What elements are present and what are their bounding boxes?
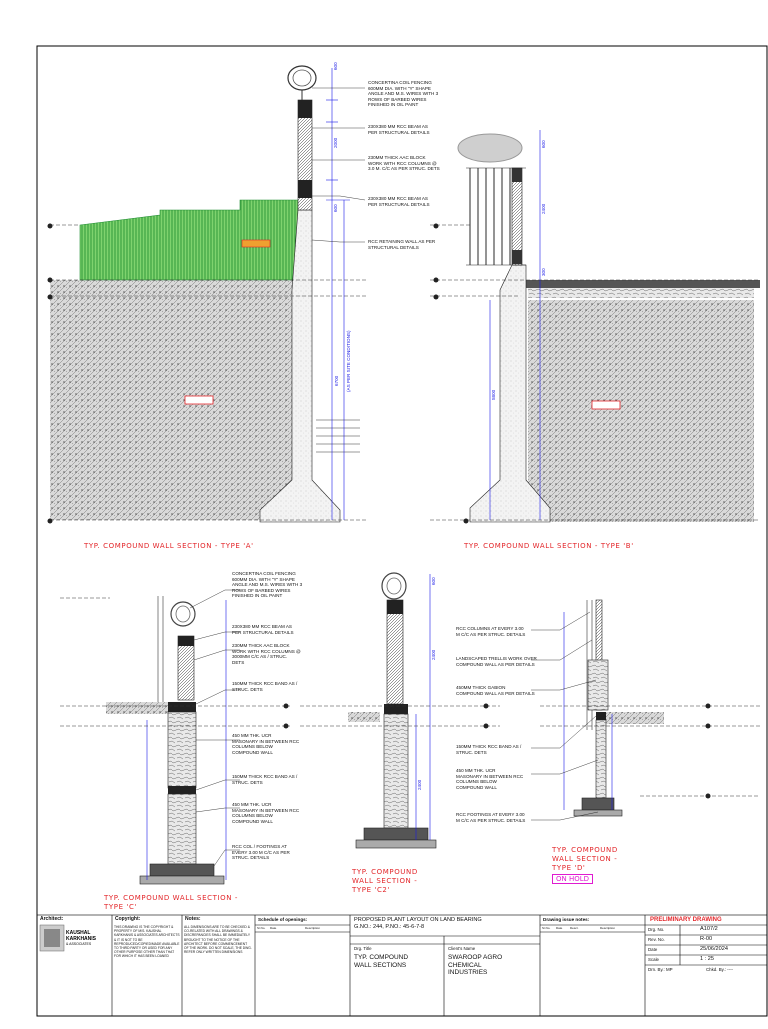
notes-text: ALL DIMENSIONS ARE TO BE CHECKED & CO-RE…: [184, 925, 252, 955]
section-c2-drawing: [300, 572, 500, 849]
note-d-2: LANDSCAPED TRELLIS WORK OVER COMPOUND WA…: [456, 656, 537, 667]
dim-a-3: 600: [333, 204, 338, 212]
issue-col-1: Sr.No.: [542, 926, 551, 930]
note-a-4: 230X380 MM RCC BEAM AS PER STRUCTURAL DE…: [368, 196, 430, 207]
checked-by: Chkd. By.: ----: [706, 967, 733, 972]
note-c-5: 450 MM THK. UCR MASONARY IN BETWEEN RCC …: [232, 733, 300, 755]
dim-b-2: 2400: [541, 203, 546, 214]
note-d-1: RCC COLUMNS AT EVERY 3.00 M C/C AS PER S…: [456, 626, 526, 637]
section-d-drawing: [531, 599, 760, 821]
row-value-drg-no: A107/2: [700, 926, 718, 932]
row-label-drg-no: Drg. No.: [648, 927, 665, 932]
schedule-label: Schedule of openings:: [258, 917, 308, 922]
client-name: SWAROOP AGRO CHEMICAL INDUSTRIES: [448, 954, 503, 976]
copyright-text: THIS DRAWING IS THE COPYRIGHT & PROPERTY…: [114, 925, 180, 959]
title-block-grid: [36, 914, 768, 1017]
dim-c2-3: 2400: [417, 779, 422, 790]
section-d-title: TYP. COMPOUND WALL SECTION - TYPE 'D': [552, 846, 618, 872]
preliminary-label: PRELIMINARY DRAWING: [650, 917, 722, 923]
issue-col-3: Descr.: [570, 926, 579, 930]
note-c-4: 150MM THICK RCC BAND AS / STRUC. DETS: [232, 681, 298, 692]
section-a-title: TYP. COMPOUND WALL SECTION - TYPE 'A': [84, 542, 254, 550]
dim-c2-1: 600: [431, 577, 436, 585]
project-title: PROPOSED PLANT LAYOUT ON LAND BEARING G.…: [354, 917, 482, 930]
schedule-col-srno: Sr.No.: [257, 926, 266, 930]
note-c-3: 230MM THICK AAC BLOCK WORK WITH RCC COLU…: [232, 643, 301, 665]
dim-b-4: 5800: [491, 389, 496, 400]
client-label: Client's Name: [448, 946, 476, 951]
issue-label: Drawing issue notes:: [543, 917, 590, 922]
dim-c2-2: 2400: [431, 649, 436, 660]
note-d-3: 450MM THICK GABION COMPOUND WALL AS PER …: [456, 685, 535, 696]
issue-col-4: Description: [600, 926, 616, 930]
schedule-col-desc: Description: [305, 926, 321, 930]
section-c2-title: TYP. COMPOUND WALL SECTION - TYPE 'C2': [352, 868, 418, 894]
note-c-7: 450 MM THK. UCR MASONARY IN BETWEEN RCC …: [232, 802, 300, 824]
row-label-date: Date: [648, 947, 658, 952]
note-c-8: RCC COL / FOOTINGS AT EVERY 3.00 M C/C A…: [232, 844, 290, 861]
section-c-title: TYP. COMPOUND WALL SECTION - TYPE 'C': [104, 894, 239, 911]
dim-a-2: 2000: [333, 137, 338, 148]
level-markers: [47, 223, 711, 799]
drawing-title: TYP. COMPOUND WALL SECTIONS: [354, 954, 409, 969]
svg-text:KAUSHAL: KAUSHAL: [66, 930, 90, 936]
schedule-col-date: Date: [270, 926, 277, 930]
row-value-scale: 1 : 25: [700, 956, 714, 962]
copyright-label: Copyright:: [115, 916, 141, 922]
note-c-2: 230X380 MM RCC BEAM AS PER STRUCTURAL DE…: [232, 624, 294, 635]
section-c-drawing: [60, 589, 290, 885]
note-c-6: 150MM THICK RCC BAND AS / STRUC. DETS: [232, 774, 298, 785]
dim-b-1: 600: [541, 140, 546, 148]
svg-text:KARKHANIS: KARKHANIS: [66, 936, 97, 942]
note-d-6: RCC FOOTINGS AT EVERY 3.00 M C/C AS PER …: [456, 812, 526, 823]
dim-a-4: 6700: [334, 375, 339, 386]
row-value-date: 25/06/2024: [700, 946, 728, 952]
architect-label: Architect:: [40, 916, 64, 922]
svg-text:& ASSOCIATES: & ASSOCIATES: [66, 942, 92, 946]
drawn-by: Drn. By.: MP: [648, 967, 673, 972]
dim-a-5: (AS PER SITE CONDITIONS): [346, 330, 351, 392]
row-label-scale: Scale: [648, 957, 659, 962]
architect-logo: KAUSHAL KARKHANIS & ASSOCIATES: [39, 924, 97, 952]
row-value-rev-no: R-00: [700, 936, 713, 942]
note-a-2: 230X380 MM RCC BEAM AS PER STRUCTURAL DE…: [368, 124, 430, 135]
dim-a-1: 600: [333, 62, 338, 70]
section-b-drawing: [430, 130, 760, 523]
issue-col-2: Date: [556, 926, 563, 930]
on-hold-badge: ON HOLD: [552, 874, 594, 884]
note-a-3: 230MM THICK AAC BLOCK WORK WITH RCC COLU…: [368, 155, 440, 172]
note-c-1: CONCERTINA COIL FENCING 600MM DIA. WITH …: [232, 571, 303, 599]
note-a-5: RCC RETAINING WALL AS PER STRUCTURAL DET…: [368, 239, 436, 250]
note-d-4: 150MM THICK RCC BAND AS / STRUC. DETS: [456, 744, 522, 755]
dim-b-3: 300: [541, 268, 546, 276]
row-label-rev-no: Rev. No.: [648, 937, 665, 942]
note-d-5: 450 MM THK. UCR MASONARY IN BETWEEN RCC …: [456, 768, 524, 790]
drg-title-label: Drg. Title: [354, 946, 372, 951]
note-a-1: CONCERTINA COIL FENCING 600MM DIA. WITH …: [368, 80, 439, 108]
section-a-drawing: [50, 65, 368, 523]
notes-label: Notes:: [185, 916, 201, 922]
section-b-title: TYP. COMPOUND WALL SECTION - TYPE 'B': [464, 542, 634, 550]
